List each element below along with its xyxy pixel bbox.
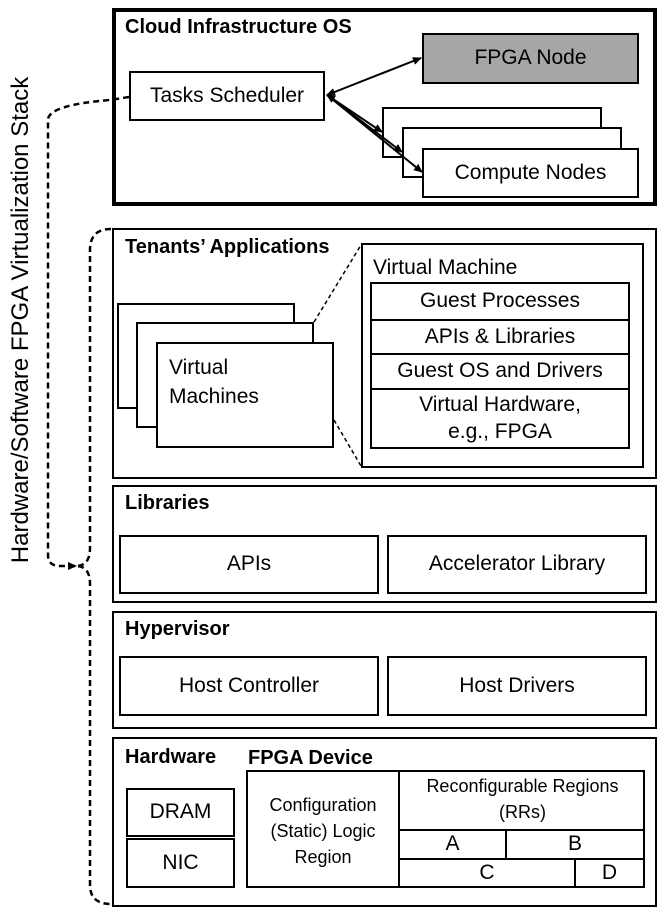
hypervisor-title: Hypervisor (125, 618, 230, 640)
libraries-title: Libraries (125, 492, 210, 514)
vm-detail-title: Virtual Machine (373, 256, 518, 279)
accelerator-library-label: Accelerator Library (428, 552, 606, 576)
guest-processes-layer: Guest Processes (370, 282, 630, 321)
nic-label: NIC (162, 850, 199, 874)
guest-os-label: Guest OS and Drivers (397, 359, 603, 383)
dram-box: DRAM (126, 788, 235, 837)
rr-label-line1: Reconfigurable Regions (426, 776, 619, 796)
guest-processes-label: Guest Processes (420, 289, 580, 313)
region-c-label: C (479, 860, 495, 884)
apis-libraries-layer: APIs & Libraries (370, 319, 630, 355)
region-a: A (398, 829, 507, 860)
virtual-hardware-line2: e.g., FPGA (448, 420, 552, 443)
host-drivers-label: Host Drivers (459, 673, 575, 697)
region-a-label: A (445, 832, 460, 856)
host-drivers-box: Host Drivers (387, 656, 647, 716)
region-d: D (574, 858, 645, 888)
apis-libraries-label: APIs & Libraries (424, 324, 576, 348)
stack-label: Hardware/Software FPGA Virtualization St… (7, 76, 34, 564)
nic-box: NIC (126, 838, 235, 888)
apis-label: APIs (226, 552, 272, 576)
vms-label-line1: Virtual (169, 356, 229, 379)
dram-label: DRAM (149, 800, 212, 824)
virtual-hardware-line1: Virtual Hardware, (419, 393, 581, 416)
hardware-title: Hardware (125, 746, 217, 768)
region-c: C (398, 858, 576, 888)
guest-os-layer: Guest OS and Drivers (370, 353, 630, 390)
region-d-label: D (601, 860, 618, 884)
compute-nodes-box: Compute Nodes (422, 148, 639, 198)
region-b-label: B (567, 832, 582, 856)
region-b: B (505, 829, 645, 860)
fpga-device-title: FPGA Device (248, 747, 373, 769)
vms-label-line2: Machines (169, 385, 259, 408)
config-region-line2: (Static) Logic (270, 821, 376, 841)
tasks-scheduler-box: Tasks Scheduler (129, 71, 325, 121)
stack-brace (75, 227, 112, 906)
config-region-line3: Region (294, 847, 352, 867)
fpga-node-box: FPGA Node (422, 33, 639, 84)
compute-nodes-label: Compute Nodes (454, 160, 607, 184)
tenants-title: Tenants’ Applications (125, 236, 330, 258)
tasks-scheduler-label: Tasks Scheduler (149, 83, 305, 107)
config-region-line1: Configuration (269, 795, 377, 815)
cloud-os-title: Cloud Infrastructure OS (125, 16, 352, 38)
fpga-node-label: FPGA Node (474, 46, 587, 70)
apis-box: APIs (119, 535, 379, 594)
host-controller-box: Host Controller (119, 656, 379, 716)
vm-stack-front (156, 342, 334, 448)
accelerator-library-box: Accelerator Library (387, 535, 647, 594)
host-controller-label: Host Controller (178, 673, 320, 697)
rr-label-line2: (RRs) (499, 802, 546, 822)
virtual-hardware-layer (370, 388, 630, 449)
